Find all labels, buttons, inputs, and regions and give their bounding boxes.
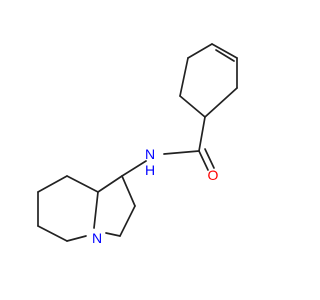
bond-pyrrolidine-4 <box>97 175 123 193</box>
structure-canvas: N H O N <box>37 43 238 246</box>
amide-nitrogen-label: N <box>145 146 155 162</box>
bond-piperidine-2 <box>37 175 68 193</box>
ring-nitrogen-label: N <box>92 230 102 246</box>
bond-piperidine-5 <box>66 235 87 242</box>
bond-pyrrolidine-5 <box>93 191 99 229</box>
bond-ring-c5 <box>179 95 206 118</box>
amide-hydrogen-label: H <box>145 162 155 178</box>
bond-ring-double <box>215 49 235 62</box>
bond-nitrogen-ring <box>121 160 147 177</box>
bonds <box>37 43 238 242</box>
bond-pyrrolidine-2 <box>119 205 136 237</box>
molecule-drawing: N H O N <box>37 43 238 246</box>
atom-labels: N H O N <box>92 146 219 246</box>
bond-piperidine-1 <box>66 175 99 193</box>
bond-pyrrolidine-3 <box>105 232 121 237</box>
bond-carbonyl-oxygen-a <box>198 150 209 171</box>
bond-ring-c1 <box>187 43 213 59</box>
bond-ring-c4 <box>204 87 238 118</box>
bond-carbonyl-nitrogen <box>163 150 200 155</box>
bond-ring-c2 <box>211 43 238 59</box>
bond-carbonyl-oxygen-b <box>204 148 215 169</box>
bond-ring-carbonyl <box>198 116 206 152</box>
bond-pyrrolidine-1 <box>121 175 136 207</box>
bond-ring-c6 <box>179 57 189 97</box>
bond-piperidine-4 <box>37 225 68 242</box>
carbonyl-oxygen-label: O <box>208 167 219 183</box>
